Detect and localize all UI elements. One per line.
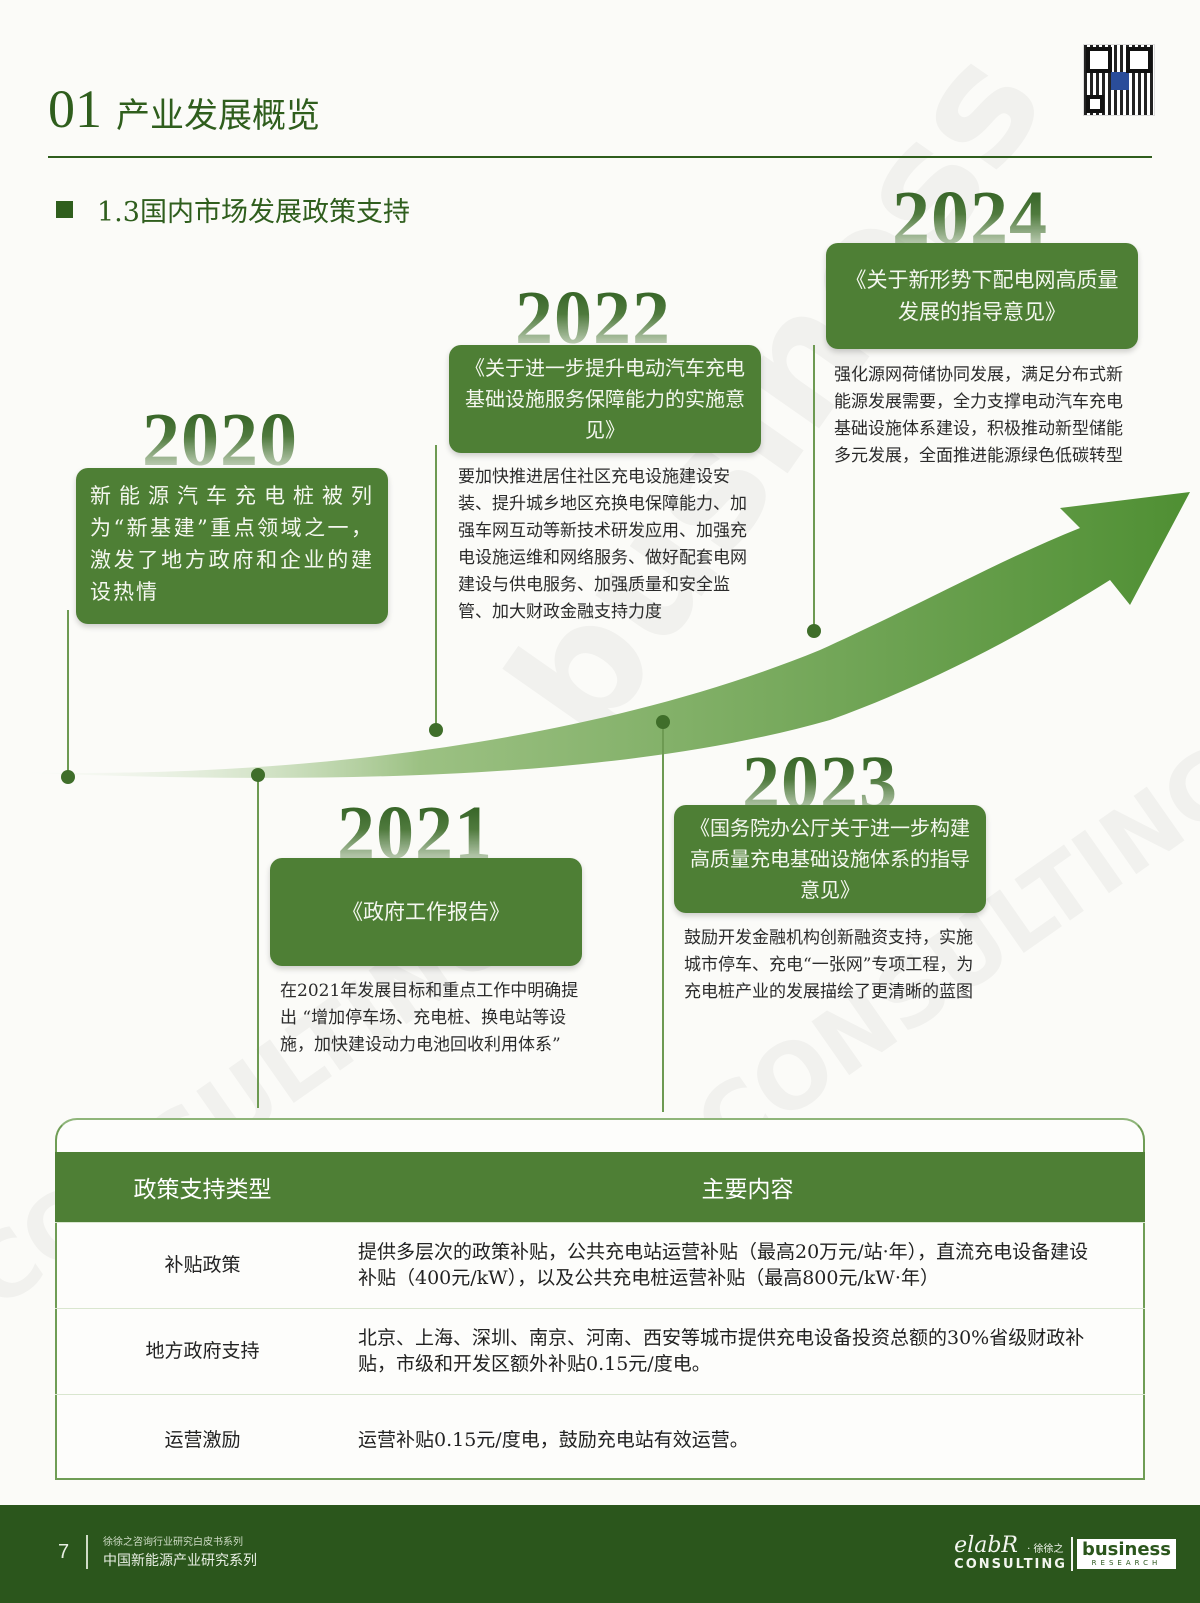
policy-description-2023: 鼓励开发金融机构创新融资支持，实施城市停车、充电“一张网”专项工程，为充电桩产业… bbox=[684, 928, 974, 1002]
business-research-logo: business RESEARCH bbox=[1076, 1538, 1176, 1569]
page-footer: 7 徐徐之咨询行业研究白皮书系列 中国新能源产业研究系列 elabR · 徐徐之… bbox=[0, 1505, 1200, 1603]
year-2022: 2022 bbox=[515, 276, 671, 360]
table-row: 运营激励 运营补贴0.15元/度电，鼓励充电站有效运营。 bbox=[55, 1393, 1145, 1486]
policy-box-text: 《政府工作报告》 bbox=[342, 900, 510, 924]
timeline-connector-2024 bbox=[813, 345, 815, 635]
policy-description-2022: 要加快推进居住社区充电设施建设安装、提升城乡地区充换电保障能力、加强车网互动等新… bbox=[458, 467, 747, 622]
timeline-dot-2020 bbox=[61, 770, 75, 784]
policy-box-text: 《关于进一步提升电动汽车充电基础设施服务保障能力的实施意见》 bbox=[465, 355, 745, 442]
timeline-connector-2023 bbox=[662, 722, 664, 1112]
table-row: 补贴政策 提供多层次的政策补贴，公共充电站运营补贴（最高20万元/站·年），直流… bbox=[55, 1221, 1145, 1308]
policy-box-2023: 《国务院办公厅关于进一步构建高质量充电基础设施体系的指导意见》 bbox=[674, 805, 986, 913]
column-header-type: 政策支持类型 bbox=[55, 1152, 350, 1222]
policy-box-2020: 新能源汽车充电桩被列为“新基建”重点领域之一，激发了地方政府和企业的建设热情 bbox=[76, 468, 388, 624]
page-header: 01 产业发展概览 bbox=[48, 78, 320, 140]
subsection-title: 1.3国内市场发展政策支持 bbox=[97, 197, 410, 228]
table-row: 地方政府支持 北京、上海、深圳、南京、河南、西安等城市提供充电设备投资总额的30… bbox=[55, 1307, 1145, 1394]
timeline-dot-2024 bbox=[807, 624, 821, 638]
policy-support-table: 政策支持类型 主要内容 补贴政策 提供多层次的政策补贴，公共充电站运营补贴（最高… bbox=[55, 1152, 1145, 1486]
column-header-content: 主要内容 bbox=[350, 1152, 1145, 1222]
timeline-dot-2023 bbox=[656, 715, 670, 729]
policy-box-text: 《关于新形势下配电网高质量发展的指导意见》 bbox=[845, 268, 1119, 324]
policy-box-text: 新能源汽车充电桩被列为“新基建”重点领域之一，激发了地方政府和企业的建设热情 bbox=[90, 484, 374, 604]
policy-type-cell: 补贴政策 bbox=[55, 1221, 350, 1308]
section-number: 01 bbox=[48, 79, 102, 139]
policy-box-2021: 《政府工作报告》 bbox=[270, 858, 582, 966]
footer-divider bbox=[86, 1535, 88, 1569]
timeline-connector-2020 bbox=[67, 610, 69, 778]
policy-type-cell: 地方政府支持 bbox=[55, 1307, 350, 1394]
section-title: 产业发展概览 bbox=[116, 96, 320, 136]
header-divider bbox=[48, 156, 1152, 158]
timeline-dot-2021 bbox=[251, 768, 265, 782]
qr-corner bbox=[1086, 95, 1104, 113]
brand-research: RESEARCH bbox=[1091, 1558, 1162, 1567]
timeline-connector-2022 bbox=[435, 445, 437, 735]
timeline-dot-2022 bbox=[429, 723, 443, 737]
policy-box-text: 《国务院办公厅关于进一步构建高质量充电基础设施体系的指导意见》 bbox=[690, 815, 970, 902]
brand-script: elabR bbox=[954, 1533, 1018, 1558]
brand-logo: elabR · 徐徐之 CONSULTING business RESEARCH bbox=[954, 1535, 1176, 1572]
elabr-consulting-logo: elabR · 徐徐之 CONSULTING bbox=[954, 1533, 1067, 1573]
timeline-connector-2021 bbox=[257, 778, 259, 1108]
policy-type-cell: 运营激励 bbox=[55, 1393, 350, 1486]
year-2020: 2020 bbox=[142, 398, 298, 482]
policy-description-2024: 强化源网荷储协同发展，满足分布式新能源发展需要，全力支撑电动汽车充电基础设施体系… bbox=[834, 365, 1123, 466]
policy-content-cell: 提供多层次的政策补贴，公共充电站运营补贴（最高20万元/站·年），直流充电设备建… bbox=[350, 1221, 1145, 1308]
footer-series-title: 徐徐之咨询行业研究白皮书系列 bbox=[103, 1537, 243, 1548]
brand-business: business bbox=[1081, 1538, 1171, 1560]
growth-arrow-icon bbox=[5, 492, 1190, 778]
policy-content-cell: 北京、上海、深圳、南京、河南、西安等城市提供充电设备投资总额的30%省级财政补贴… bbox=[350, 1307, 1145, 1394]
qr-logo bbox=[1111, 72, 1129, 90]
policy-box-2024: 《关于新形势下配电网高质量发展的指导意见》 bbox=[826, 243, 1138, 349]
brand-cn: · 徐徐之 bbox=[1027, 1544, 1064, 1555]
policy-content-cell: 运营补贴0.15元/度电，鼓励充电站有效运营。 bbox=[350, 1393, 1145, 1486]
page-number: 7 bbox=[58, 1541, 70, 1563]
subsection-heading: 1.3国内市场发展政策支持 bbox=[56, 190, 410, 229]
qr-code bbox=[1083, 44, 1155, 116]
square-bullet-icon bbox=[56, 201, 73, 218]
footer-series-subtitle: 中国新能源产业研究系列 bbox=[103, 1553, 257, 1569]
table-header-row: 政策支持类型 主要内容 bbox=[55, 1152, 1145, 1222]
policy-box-2022: 《关于进一步提升电动汽车充电基础设施服务保障能力的实施意见》 bbox=[449, 345, 761, 453]
brand-divider bbox=[1070, 1536, 1073, 1571]
policy-description-2021: 在2021年发展目标和重点工作中明确提出 “增加停车场、充电桩、换电站等设施，加… bbox=[280, 981, 579, 1055]
brand-consulting: CONSULTING bbox=[954, 1557, 1067, 1572]
